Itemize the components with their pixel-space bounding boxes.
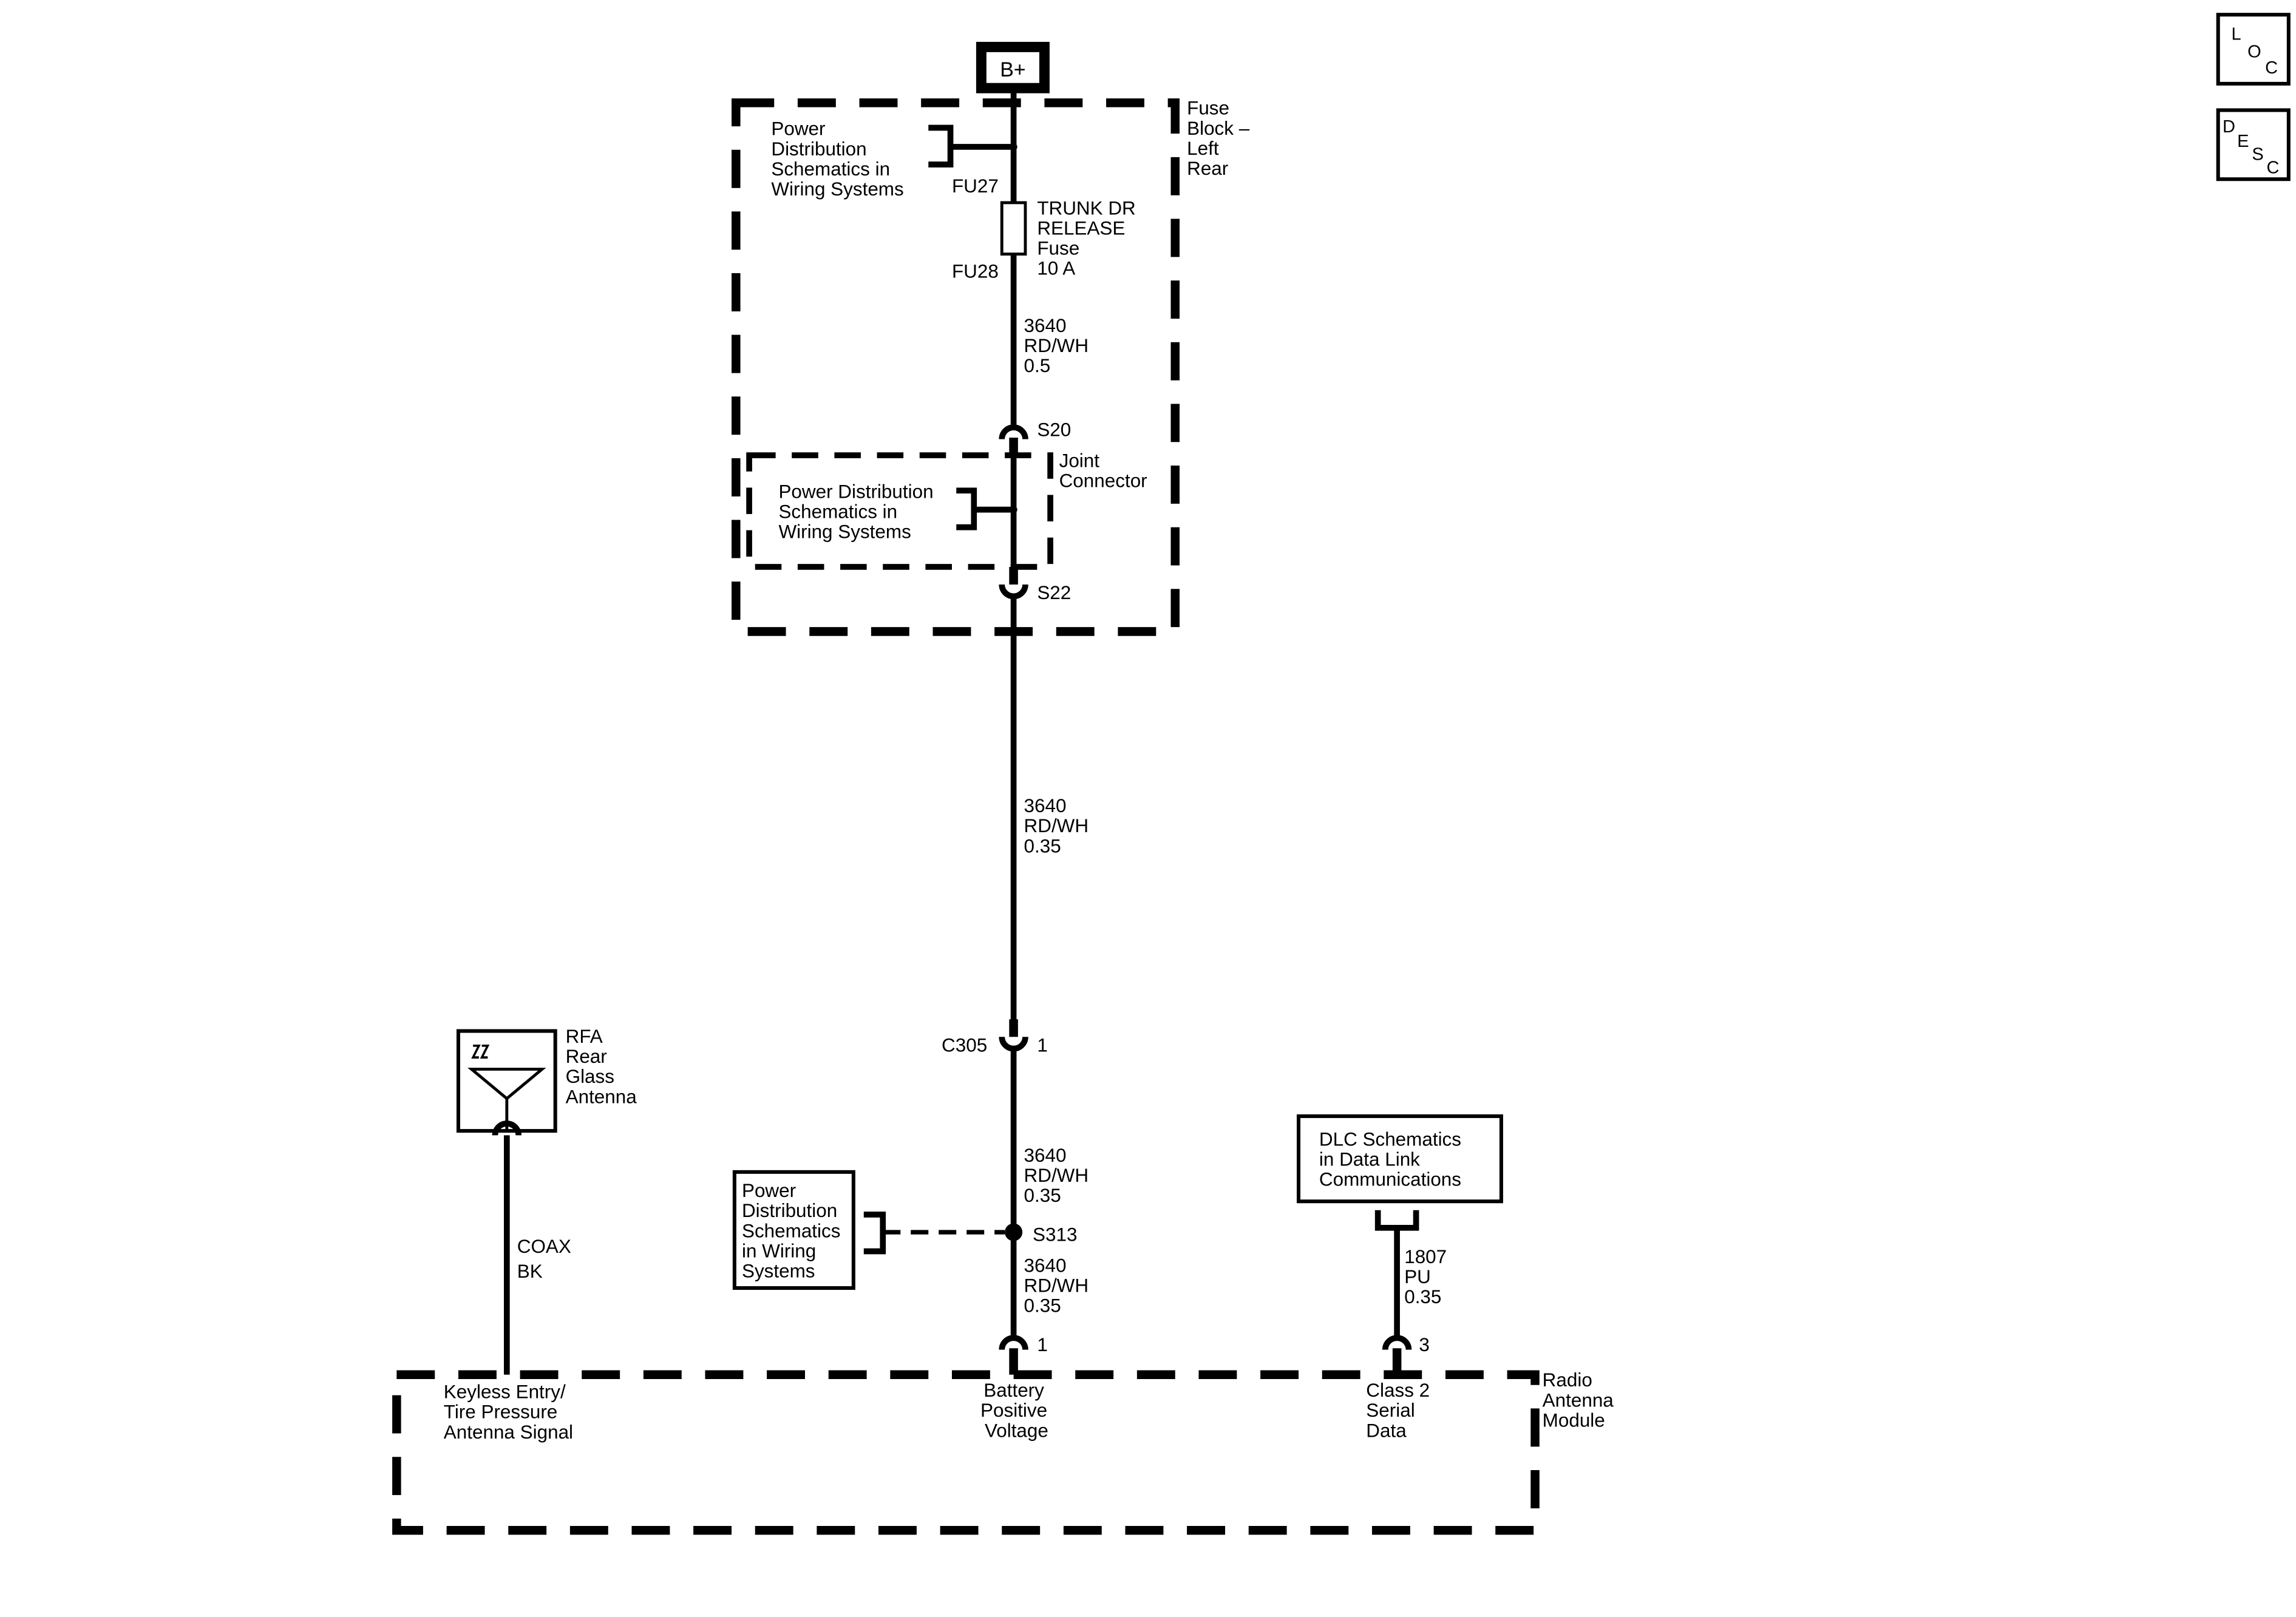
svg-text:C: C	[2267, 158, 2280, 178]
fuse-name-label: TRUNK DR RELEASE Fuse 10 A	[1037, 197, 1141, 279]
svg-text:L: L	[2231, 24, 2241, 44]
fuse-block-outline	[732, 98, 1180, 636]
battery-positive-source: B+	[976, 41, 1050, 93]
splice-s22-label: S22	[1037, 582, 1071, 603]
location-view-icon[interactable]: L O C	[2216, 13, 2291, 86]
connector-c305-pin: 1	[1037, 1034, 1047, 1056]
connector-s20-symbol	[999, 424, 1028, 439]
dlc-reference-box	[1296, 1114, 1503, 1204]
pd-bracket-top	[928, 124, 1014, 168]
wire-3640-label-b: 3640 RD/WH 0.35	[1024, 795, 1094, 856]
radio-antenna-module-label: Radio Antenna Module	[1543, 1369, 1619, 1431]
svg-text:D: D	[2223, 117, 2235, 137]
rfa-antenna	[456, 1029, 557, 1136]
power-distribution-reference-top: Power Distribution Schematics in Wiring …	[771, 118, 903, 200]
pd-bracket-joint	[956, 487, 1014, 531]
coax-wire-label: COAX BK	[517, 1236, 577, 1282]
connector-c305-label: C305	[942, 1034, 987, 1056]
description-view-icon[interactable]: D E S C	[2216, 108, 2291, 181]
class2-serial-data-label: Class 2 Serial Data	[1366, 1380, 1435, 1441]
pd-bracket-s313	[863, 1212, 886, 1255]
splice-s313-dot	[1005, 1223, 1023, 1241]
splice-s313-label: S313	[1033, 1224, 1077, 1246]
antenna-signal-icon	[471, 1044, 490, 1059]
fuse-terminal-fu28: FU28	[952, 260, 999, 282]
antenna-label: RFA Rear Glass Antenna	[566, 1026, 637, 1107]
connector-battery-pin-symbol	[999, 1335, 1028, 1351]
splice-dot-top	[1010, 143, 1017, 151]
svg-text:C: C	[2265, 58, 2278, 78]
svg-text:S: S	[2252, 145, 2263, 164]
power-distribution-reference-s313: Power Distribution Schematics in Wiring …	[742, 1180, 846, 1282]
fuse-terminal-fu27: FU27	[952, 175, 999, 197]
dlc-reference-text: DLC Schematics in Data Link Communicatio…	[1319, 1128, 1467, 1190]
class2-pin-number: 3	[1419, 1334, 1429, 1355]
battery-positive-voltage-label: Battery Positive Voltage	[980, 1380, 1053, 1441]
power-distribution-reference-s313-box	[732, 1170, 855, 1290]
keyless-entry-circuit-label: Keyless Entry/ Tire Pressure Antenna Sig…	[444, 1381, 573, 1442]
wire-3640-label-c: 3640 RD/WH 0.35	[1024, 1145, 1094, 1206]
antenna-connector-symbol	[492, 1120, 522, 1136]
splice-dot-joint	[1010, 506, 1017, 514]
trunk-release-fuse-symbol	[1000, 201, 1027, 256]
wire-3640-label-d: 3640 RD/WH 0.35	[1024, 1255, 1094, 1316]
joint-connector-outline	[746, 452, 1053, 570]
wire-3640-label-a: 3640 RD/WH 0.5	[1024, 315, 1094, 376]
connector-class2-pin-symbol	[1382, 1335, 1412, 1351]
radio-antenna-module-outline	[392, 1370, 1540, 1535]
svg-text:O: O	[2247, 42, 2261, 61]
wire-1807-label: 1807 PU 0.35	[1404, 1246, 1452, 1307]
splice-s20-label: S20	[1037, 419, 1071, 441]
svg-text:E: E	[2237, 132, 2249, 151]
dlc-bracket	[1374, 1210, 1419, 1340]
joint-connector-label: Joint Connector	[1059, 450, 1147, 491]
battery-positive-label: B+	[1000, 58, 1025, 81]
battery-pin-number: 1	[1037, 1334, 1047, 1355]
power-distribution-reference-joint: Power Distribution Schematics in Wiring …	[778, 481, 939, 542]
fuse-block-label: Fuse Block – Left Rear	[1187, 98, 1255, 179]
